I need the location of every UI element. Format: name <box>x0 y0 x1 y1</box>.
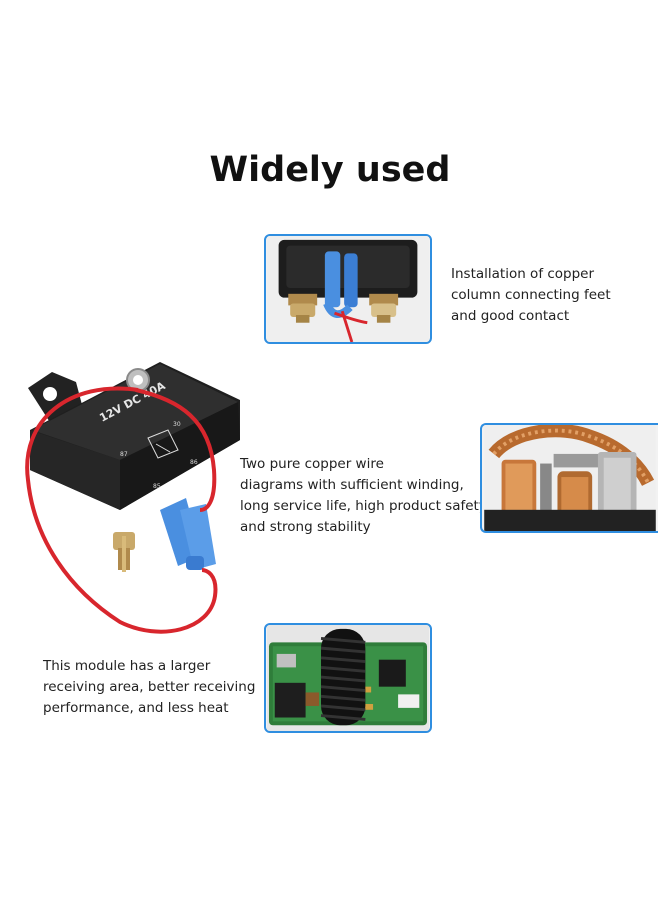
caption-line: and strong stability <box>240 519 371 535</box>
copper-coil-photo-frame <box>480 423 658 533</box>
feature-caption-terminals: Installation of copper column connecting… <box>451 264 611 327</box>
caption-line: performance, and less heat <box>43 700 229 716</box>
caption-line: and good contact <box>451 308 570 324</box>
relay-pin-85: 85 <box>153 483 161 490</box>
copper-coil-photo <box>484 425 656 531</box>
receiver-module-photo-frame <box>264 623 432 733</box>
page-title: Widely used <box>209 150 451 190</box>
feature-caption-receiver: This module has a larger receiving area,… <box>43 656 255 719</box>
caption-line: receiving area, better receiving <box>43 679 256 695</box>
receiver-module-photo <box>267 625 429 731</box>
terminal-photo <box>267 236 429 342</box>
relay-pin-86: 86 <box>190 459 198 466</box>
caption-line: Installation of copper <box>451 266 595 282</box>
relay-pin-87: 87 <box>120 451 128 458</box>
feature-caption-copper-wire: Two pure copper wire diagrams with suffi… <box>240 454 491 538</box>
caption-line: This module has a larger <box>43 658 211 674</box>
caption-line: Two pure copper wire <box>240 456 384 472</box>
caption-line: column connecting feet <box>451 287 611 303</box>
caption-line: long service life, high product safety, <box>240 498 492 514</box>
relay-product-image: 12V DC 40A 87 30 85 86 <box>10 360 245 640</box>
caption-line: diagrams with sufficient winding, <box>240 477 464 493</box>
antenna-coil-icon <box>320 628 366 726</box>
relay-pin-30: 30 <box>173 421 181 428</box>
terminal-photo-frame <box>264 234 432 344</box>
